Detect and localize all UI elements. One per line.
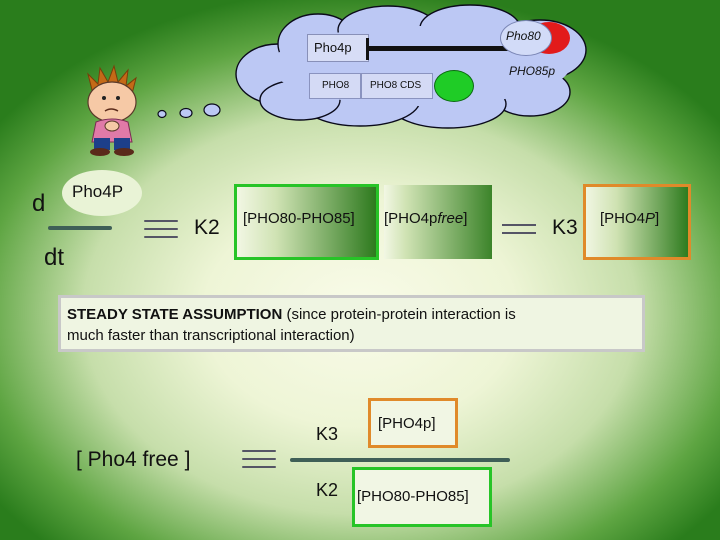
complex-box <box>234 184 379 260</box>
reaction-arrow <box>502 224 536 234</box>
steady-state-line-1-text: (since protein-protein interaction is <box>282 306 516 323</box>
pho80-label: Pho80 <box>506 29 541 43</box>
pho4p-cloud-label: Pho4p <box>314 40 352 55</box>
result-k3-label: K3 <box>316 424 339 444</box>
pho8-promoter-box <box>309 73 361 99</box>
inhibition-bar <box>369 46 509 51</box>
result-k2-label: K2 <box>316 480 339 500</box>
result-fraction-bar <box>290 458 510 462</box>
derivative-fraction-bar <box>48 226 112 230</box>
pho4p-phosph-suffix: ] <box>655 210 660 227</box>
steady-state-heading: STEADY STATE ASSUMPTION <box>67 306 283 323</box>
free-pho4p-suffix: ] <box>463 210 468 227</box>
free-pho4p-prefix: [PHO4p <box>384 210 438 227</box>
pho4p-phosph-italic: P <box>645 210 656 227</box>
pho4-free-label: [ Pho4 free ] <box>76 448 191 471</box>
thinking-kid-illustration <box>87 64 137 156</box>
free-pho4p-box <box>384 185 492 259</box>
green-dot <box>434 70 474 102</box>
pho8-cds-box <box>361 73 433 99</box>
pho4p-phosph-prefix: [PHO4 <box>600 210 646 227</box>
result-denominator-label: [PHO80-PHO85] <box>357 488 469 505</box>
pho4p-label: Pho4P <box>72 182 124 201</box>
d-label: d <box>32 190 46 217</box>
pho4p-phosph-label: [PHO4P] <box>600 210 659 227</box>
inhibition-tick <box>366 38 369 60</box>
steady-state-box <box>58 295 645 352</box>
equals-sign-1 <box>144 218 178 240</box>
pho4p-cloud-box <box>307 34 369 62</box>
dt-label: dt <box>44 244 65 271</box>
k3-label: K3 <box>552 216 578 239</box>
pho8-label: PHO8 <box>322 80 350 91</box>
steady-state-line-1: STEADY STATE ASSUMPTION (since protein-p… <box>67 304 516 325</box>
result-numerator-box <box>368 398 458 448</box>
result-denominator-box <box>352 467 492 527</box>
pho85p-label: PHO85p <box>509 64 556 78</box>
pho4p-ellipse <box>62 170 142 216</box>
complex-label: [PHO80-PHO85] <box>243 210 355 227</box>
free-pho4p-italic: free <box>437 210 464 227</box>
pho8-cds-label: PHO8 CDS <box>370 80 422 91</box>
steady-state-text: STEADY STATE ASSUMPTION (since protein-p… <box>67 304 516 346</box>
result-numerator-label: [PHO4p] <box>378 415 436 432</box>
steady-state-line-2: much faster than transcriptional interac… <box>67 327 355 344</box>
pho85-blob <box>500 20 552 56</box>
free-pho4p-label: [PHO4pfree] <box>384 210 467 227</box>
equals-sign-2 <box>242 448 276 470</box>
k2-label: K2 <box>194 216 220 239</box>
pho4p-phosph-box <box>583 184 691 260</box>
